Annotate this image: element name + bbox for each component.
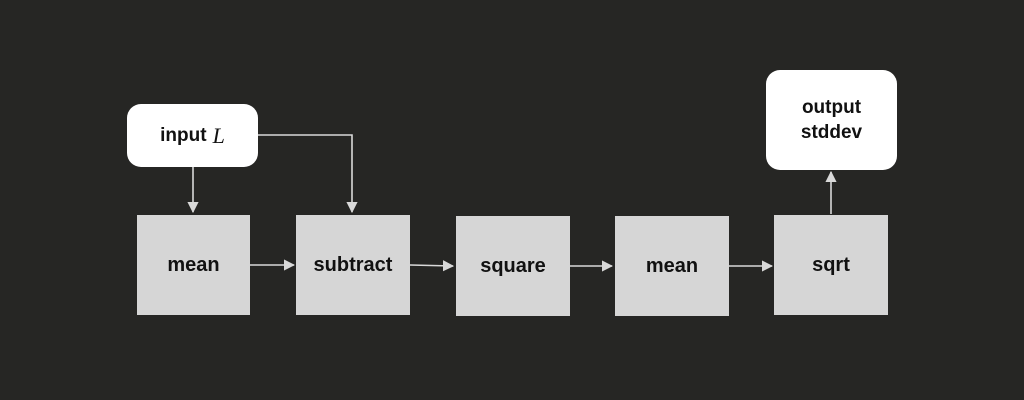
edge-input-to-subtract (258, 134, 358, 214)
square-node: square (456, 216, 570, 316)
edge-subtract-to-square (409, 260, 455, 272)
input-label: input (160, 124, 207, 146)
mean-label-2: mean (645, 254, 699, 277)
output-label-line2: stddev (800, 122, 863, 143)
mean-node-1: mean (137, 215, 250, 315)
square-label: square (480, 254, 546, 277)
subtract-node: subtract (296, 215, 410, 315)
subtract-label: subtract (313, 253, 393, 276)
input-symbol: L (212, 122, 225, 148)
output-label-line1: output (801, 97, 862, 118)
sqrt-label: sqrt (812, 253, 850, 276)
sqrt-node: sqrt (774, 215, 888, 315)
mean-node-2: mean (615, 216, 729, 316)
mean-label-1: mean (167, 253, 220, 276)
output-node: output stddev (766, 70, 897, 170)
